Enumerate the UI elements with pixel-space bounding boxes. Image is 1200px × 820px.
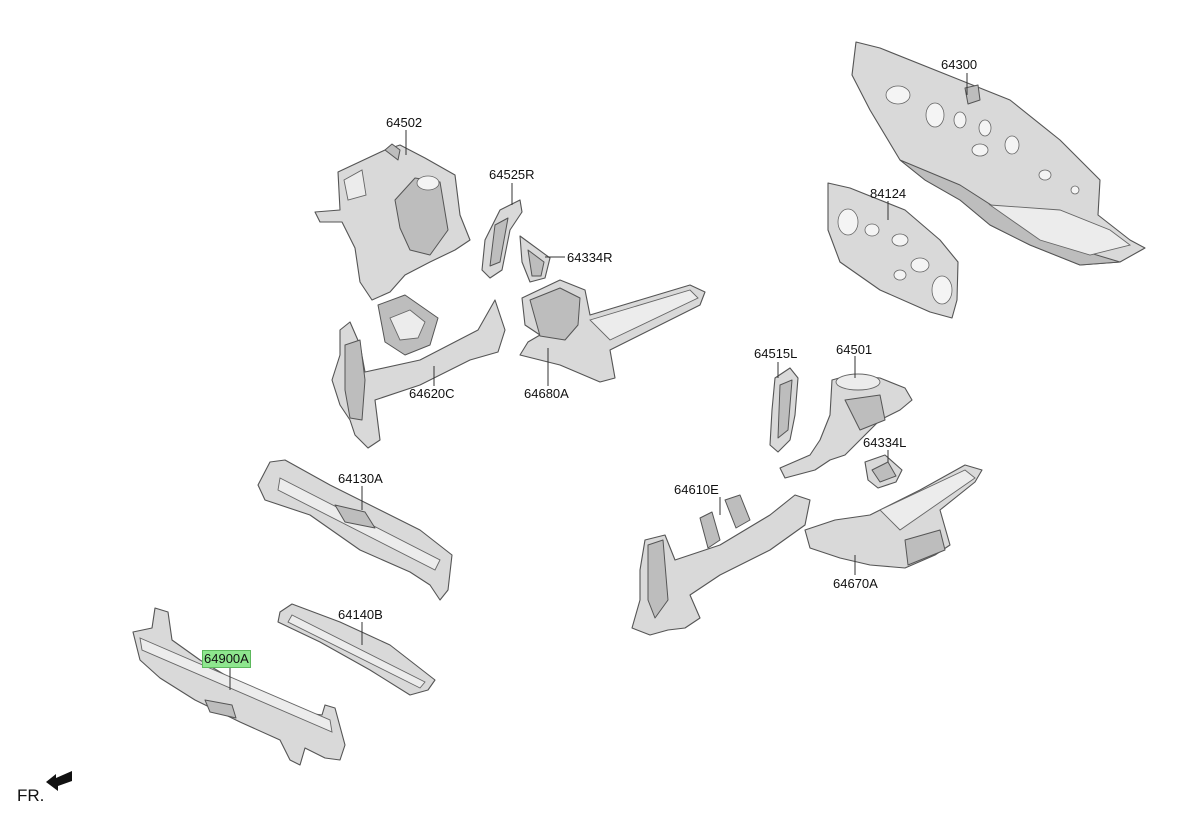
part-64610E-front-side-member[interactable] (631, 494, 811, 636)
label-64610E: 64610E (674, 482, 719, 497)
label-64515L: 64515L (754, 346, 798, 361)
leader-lines (229, 73, 968, 690)
part-64501-strut-housing[interactable] (779, 373, 913, 479)
label-64140B: 64140B (338, 607, 383, 622)
label-64502: 64502 (386, 115, 423, 130)
front-direction-arrow-icon (46, 771, 72, 791)
label-84124: 84124 (870, 186, 907, 201)
part-64515L-bracket[interactable] (769, 367, 799, 453)
label-64525R: 64525R (489, 167, 535, 182)
part-64620C-front-side-member[interactable] (331, 294, 506, 449)
label-64334L: 64334L (863, 435, 907, 450)
part-64140B-radiator-support-lower[interactable] (277, 603, 436, 696)
part-64525R-bracket[interactable] (481, 199, 523, 279)
part-84124-insulation-pad[interactable] (827, 182, 959, 319)
label-64670A: 64670A (833, 576, 878, 591)
part-64300-dash-panel[interactable] (851, 41, 1146, 266)
label-64680A: 64680A (524, 386, 569, 401)
part-64670A-side-member-rear[interactable] (804, 464, 983, 569)
part-64900A-bumper-beam[interactable] (132, 607, 346, 766)
part-64334L-gusset[interactable] (864, 454, 903, 489)
label-64501: 64501 (836, 342, 873, 357)
label-64300: 64300 (941, 57, 978, 72)
label-64900A-highlighted[interactable]: 64900A (202, 650, 251, 668)
part-64502-strut-housing[interactable] (314, 143, 471, 301)
front-indicator-label: FR. (17, 786, 45, 805)
label-64620C: 64620C (409, 386, 455, 401)
label-64130A: 64130A (338, 471, 383, 486)
part-64334R-gusset[interactable] (519, 235, 551, 283)
part-64130A-radiator-support-upper[interactable] (257, 459, 453, 601)
part-64680A-side-member-rear[interactable] (519, 279, 706, 383)
label-64334R: 64334R (567, 250, 613, 265)
